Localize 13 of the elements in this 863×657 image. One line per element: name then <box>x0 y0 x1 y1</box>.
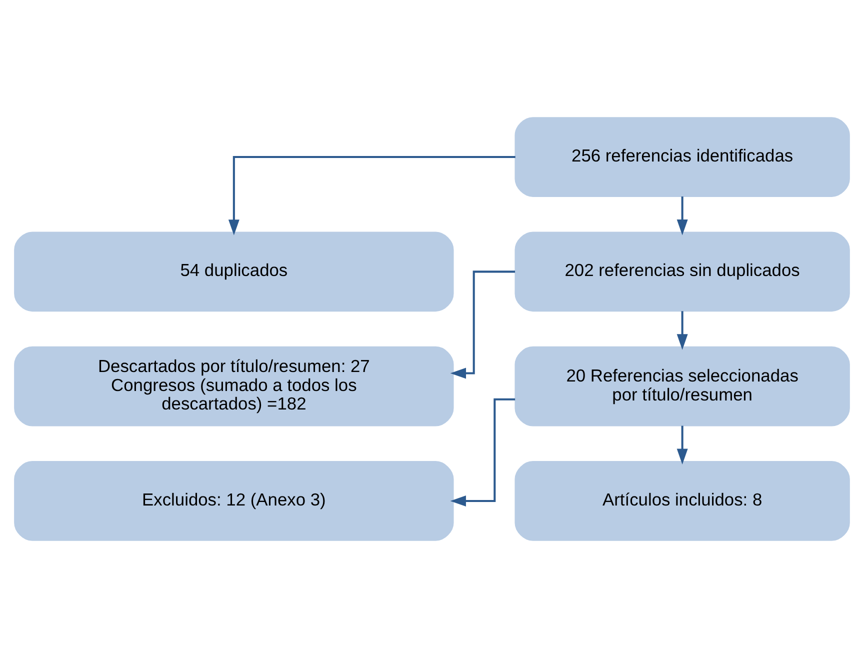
arrow <box>676 196 688 235</box>
arrow <box>676 310 688 350</box>
node-box: 202 referencias sin duplicados <box>514 231 850 312</box>
arrow <box>450 398 515 506</box>
node-box: Excluidos: 12 (Anexo 3) <box>14 460 454 540</box>
node-box: 20 Referencias seleccionadas por título/resumen <box>514 346 850 426</box>
arrow <box>450 270 515 378</box>
node-box: Descartados por título/resumen: 27 Congresos (sumado a todos los descartados) =182 <box>14 346 454 426</box>
arrow <box>228 156 515 235</box>
node-box: 54 duplicados <box>14 231 454 312</box>
node-box: 256 referencias identificadas <box>514 116 850 196</box>
arrow <box>676 425 688 464</box>
node-box: Artículos incluidos: 8 <box>514 460 850 540</box>
